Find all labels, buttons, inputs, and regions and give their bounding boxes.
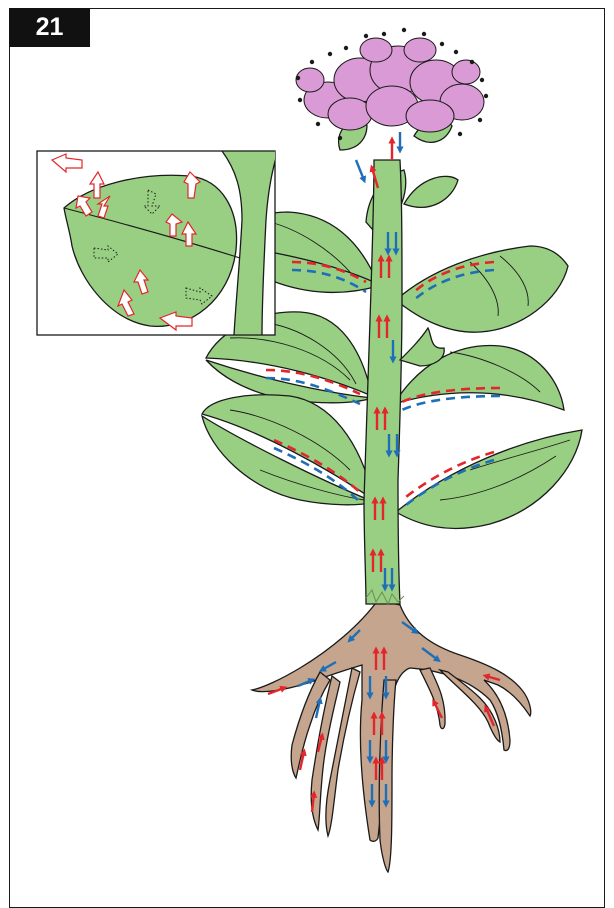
leaf-detail-inset bbox=[37, 151, 278, 335]
leaf-top-small-right bbox=[404, 176, 458, 207]
root-system bbox=[252, 600, 531, 872]
root-right-1 bbox=[420, 668, 445, 729]
side-bud bbox=[400, 328, 444, 366]
leaf-upper-right bbox=[396, 246, 568, 332]
